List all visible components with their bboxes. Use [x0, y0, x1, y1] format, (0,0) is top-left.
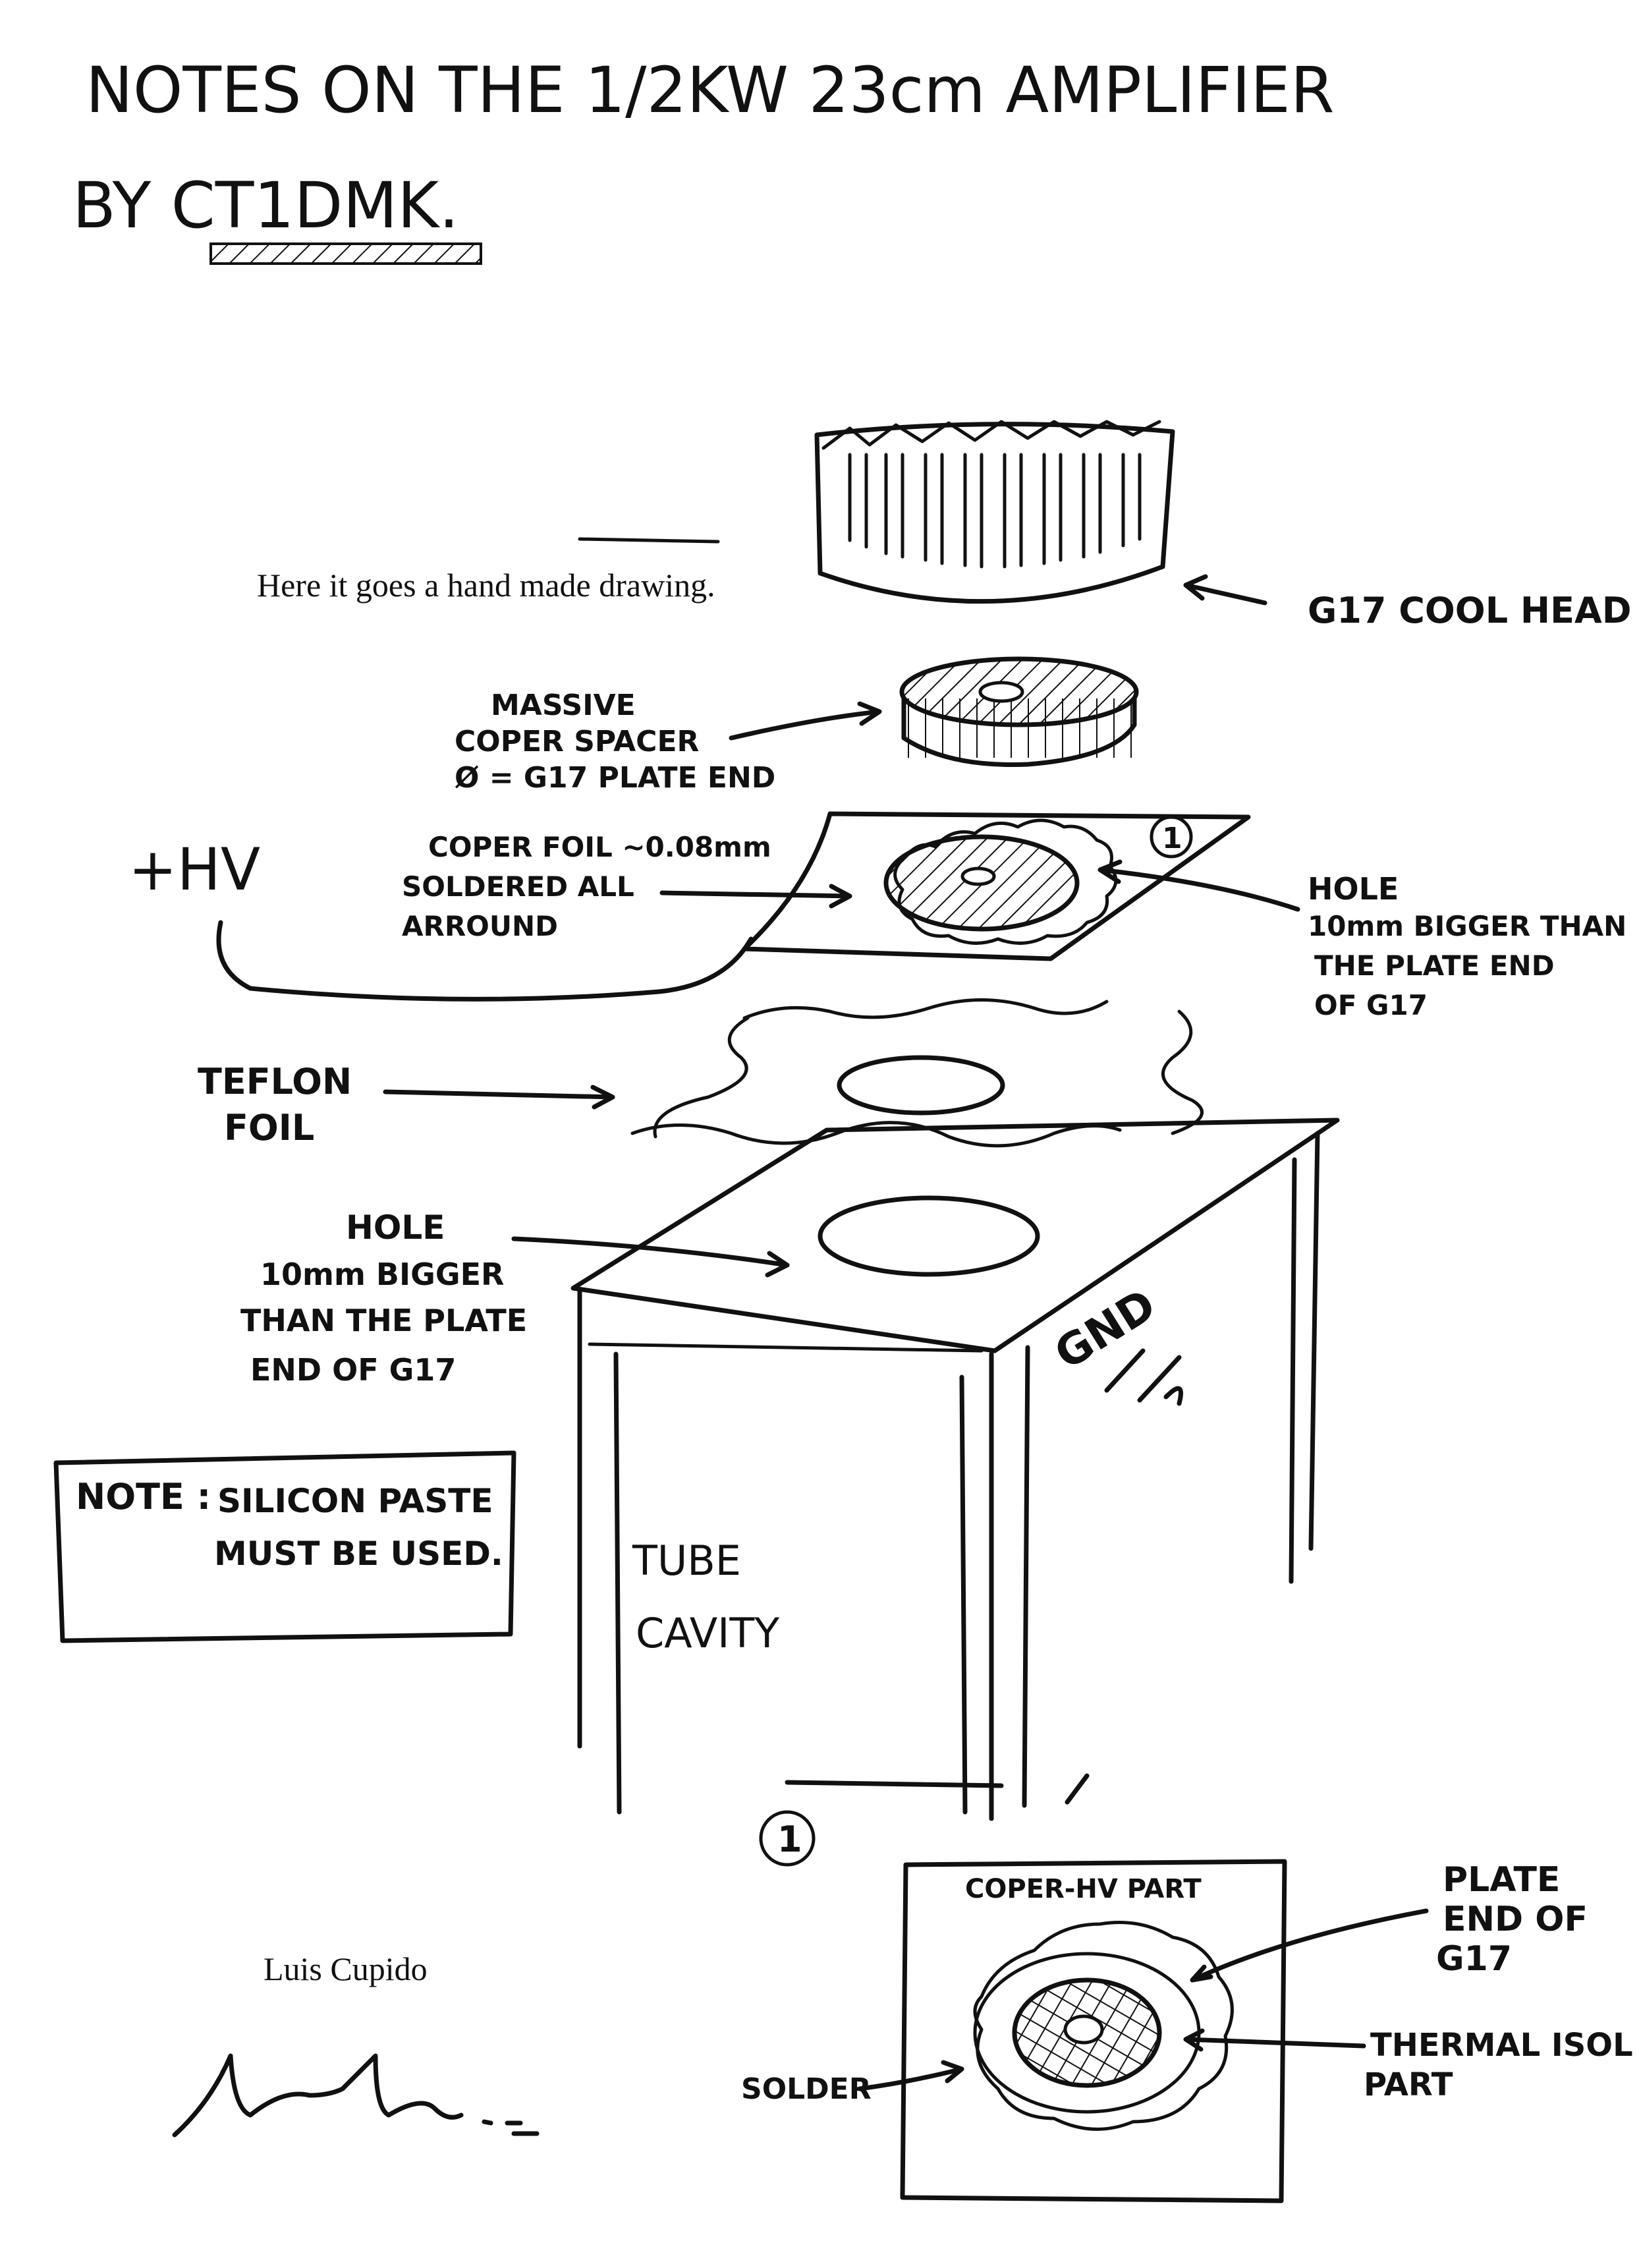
tube-cavity-box: [570, 1118, 1340, 1821]
title-line-1: NOTES ON THE 1/2KW 23cm AMPLIFIER: [86, 53, 1335, 127]
hole-top-arrow: [1097, 859, 1300, 912]
teflon-arrow: [383, 1085, 615, 1110]
note-label: NOTE :: [76, 1476, 211, 1517]
label-cavity: CAVITY: [636, 1609, 779, 1657]
solder-arrow: [857, 2060, 964, 2091]
label-cool-head: G17 COOL HEAD: [1308, 590, 1632, 631]
label-hole-cavity-1: HOLE: [346, 1208, 445, 1247]
label-plate-2: END OF: [1443, 1900, 1588, 1939]
label-tube: TUBE: [632, 1537, 741, 1585]
label-thermal-1: THERMAL ISOL: [1370, 2027, 1633, 2064]
label-hole-cavity-2: 10mm BIGGER: [260, 1257, 504, 1292]
label-hole-cavity-3: THAN THE PLATE: [240, 1303, 527, 1338]
caption-rule: [578, 537, 720, 544]
detail-copper-hv-part: [900, 1859, 1287, 2203]
copper-foil-plate: 1: [742, 811, 1251, 961]
label-teflon-1: TEFLON: [198, 1061, 352, 1102]
label-foil-2: SOLDERED ALL: [402, 870, 634, 903]
circle-ref-top: 1: [1162, 822, 1182, 855]
label-hole-top-3: THE PLATE END: [1314, 950, 1555, 982]
teflon-foil: [630, 998, 1204, 1148]
detail-ref: 1: [777, 1819, 802, 1860]
label-foil-3: ARROUND: [402, 910, 558, 942]
hv-lead: [216, 920, 754, 1002]
copper-spacer: [899, 656, 1139, 767]
label-plate-1: PLATE: [1443, 1860, 1560, 1900]
label-plate-3: G17: [1436, 1939, 1512, 1979]
plate-arrow: [1190, 1908, 1429, 1983]
typed-caption: Here it goes a hand made drawing.: [257, 567, 715, 604]
label-spacer-1: MASSIVE: [491, 689, 636, 722]
title-underline: [209, 242, 482, 265]
author-name: Luis Cupido: [264, 1950, 428, 1987]
signature: [172, 2053, 540, 2138]
foil-arrow: [659, 884, 852, 909]
label-hole-top-2: 10mm BIGGER THAN: [1308, 910, 1626, 942]
note-line-2: MUST BE USED.: [214, 1535, 503, 1573]
label-hole-top-1: HOLE: [1308, 871, 1399, 907]
section-separator: [785, 1773, 1090, 1805]
label-hole-cavity-4: END OF G17: [250, 1352, 456, 1388]
thermal-arrow: [1183, 2028, 1366, 2052]
label-teflon-2: FOIL: [224, 1107, 314, 1148]
ground-symbol: [1104, 1348, 1183, 1406]
title-line-2: BY CT1DMK.: [72, 169, 459, 242]
label-thermal-2: PART: [1364, 2066, 1453, 2103]
note-line-1: SILICON PASTE: [217, 1482, 493, 1520]
spacer-arrow: [729, 701, 882, 741]
cool-head-heatsink: [814, 420, 1175, 604]
label-spacer-3: Ø = G17 PLATE END: [455, 761, 775, 795]
note-box: [53, 1450, 516, 1643]
label-hole-top-4: OF G17: [1314, 989, 1428, 1021]
label-foil-1: COPER FOIL ~0.08mm: [428, 831, 771, 863]
detail-ref-circle: [759, 1810, 816, 1867]
cool-head-arrow: [1183, 574, 1267, 606]
label-spacer-2: COPER SPACER: [455, 725, 699, 758]
label-gnd: GND: [1046, 1279, 1165, 1379]
hole-cavity-arrow: [511, 1236, 790, 1278]
label-hv: +HV: [128, 836, 260, 903]
detail-title: COPER-HV PART: [965, 1874, 1202, 1904]
label-solder: SOLDER: [741, 2072, 872, 2106]
